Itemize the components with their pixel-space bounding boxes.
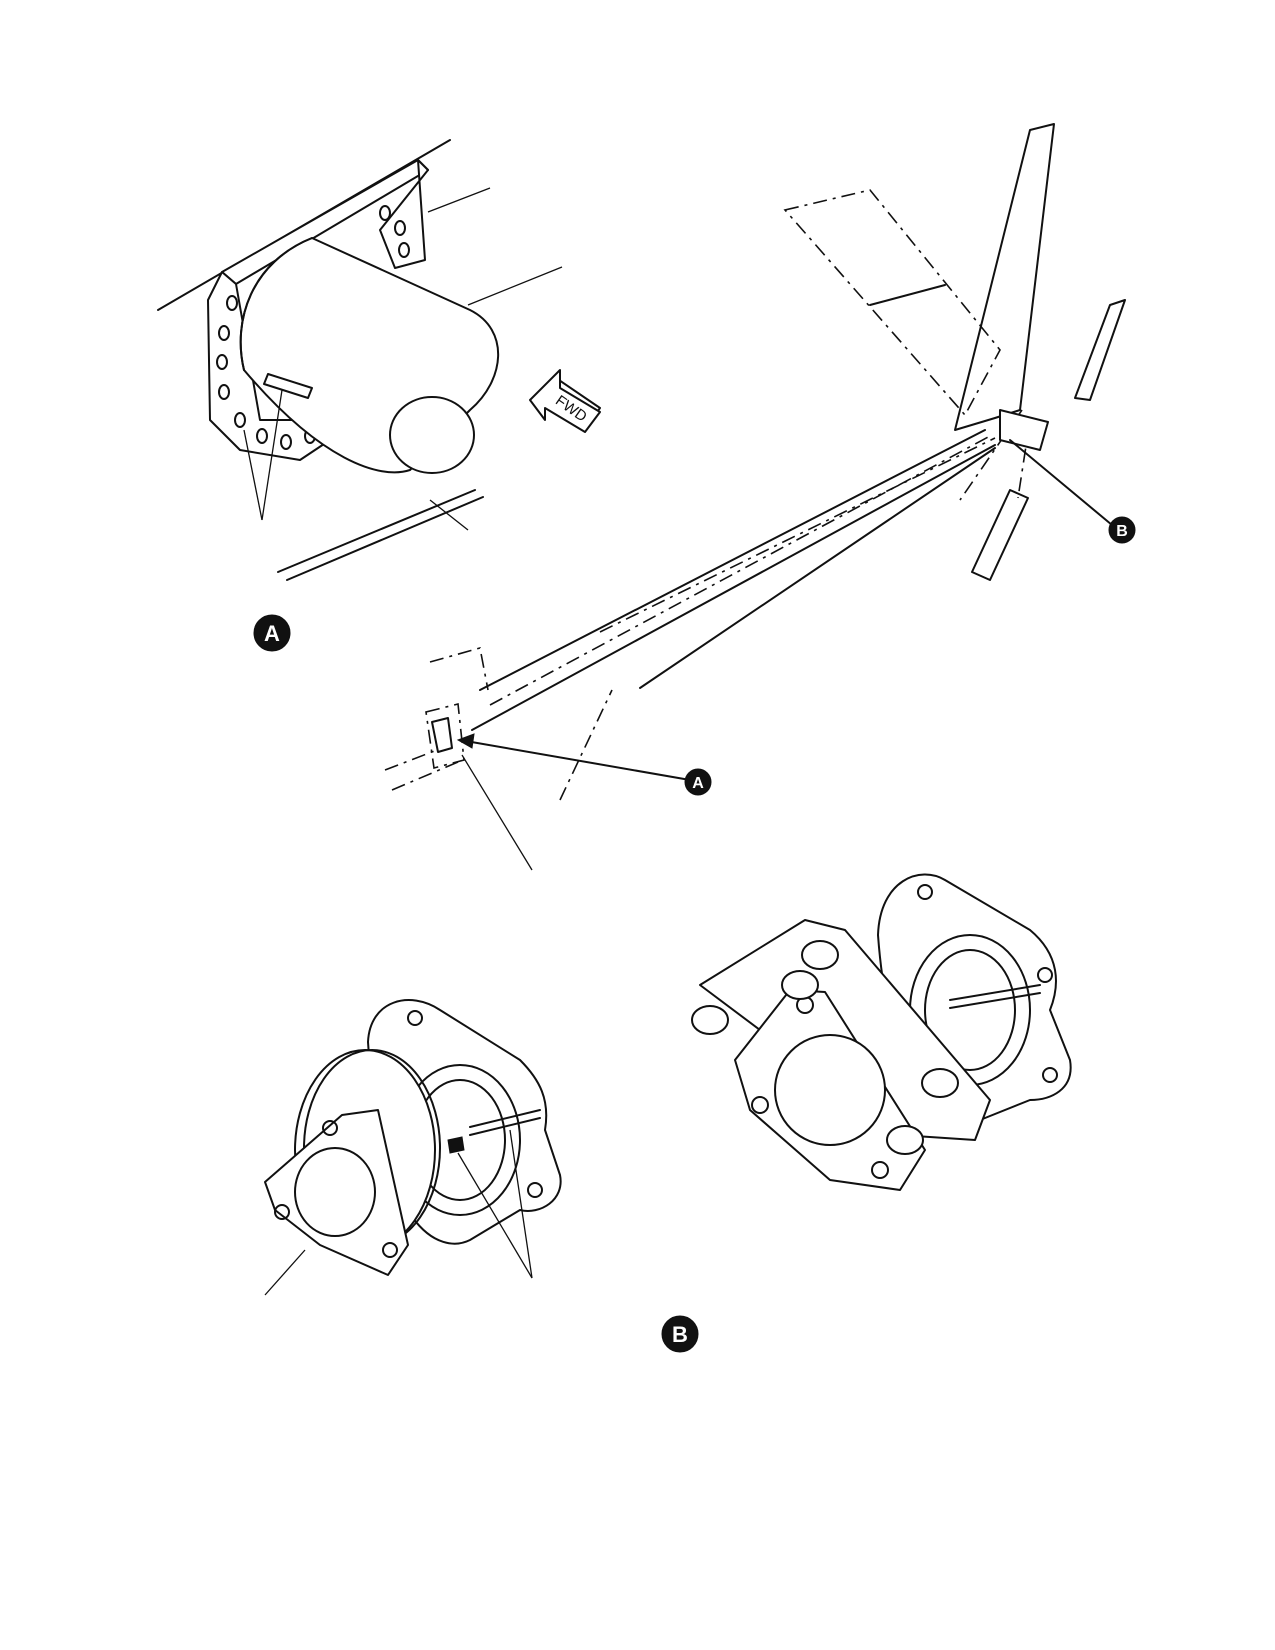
callout-pointer-b: B bbox=[1108, 516, 1136, 544]
detail-b-coupling-left bbox=[264, 999, 562, 1296]
svg-text:A: A bbox=[264, 621, 280, 646]
svg-text:B: B bbox=[1116, 523, 1128, 540]
callout-detail-b: B bbox=[661, 1315, 699, 1353]
detail-a-bearing-hanger: FWD A bbox=[157, 139, 601, 652]
detail-b-coupling-right bbox=[691, 873, 1072, 1191]
coupling-bolts bbox=[691, 940, 959, 1155]
callout-detail-a: A bbox=[253, 614, 291, 652]
svg-text:B: B bbox=[672, 1322, 688, 1347]
fwd-arrow: FWD bbox=[529, 369, 601, 433]
svg-text:A: A bbox=[692, 775, 704, 792]
tail-boom-assembly: A B bbox=[384, 123, 1136, 871]
callout-pointer-a: A bbox=[684, 768, 712, 796]
